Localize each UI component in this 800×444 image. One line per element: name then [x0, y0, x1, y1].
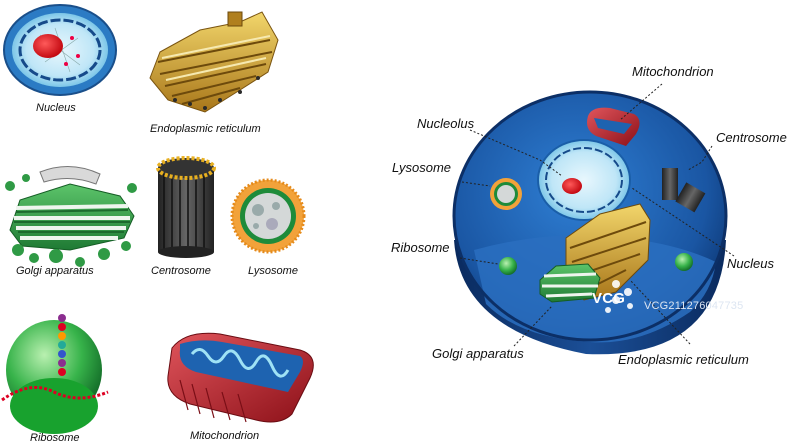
- watermark-logo: [605, 280, 633, 313]
- label-golgi: Golgi apparatus: [432, 346, 524, 361]
- label-nucleus: Nucleus: [727, 256, 774, 271]
- ribosome-illustration: [1, 314, 109, 434]
- watermark-logo-text: VCG: [592, 290, 626, 307]
- label-nucleolus: Nucleolus: [417, 116, 475, 131]
- lysosome-illustration: [230, 178, 306, 254]
- centrosome-illustration: [156, 156, 216, 258]
- label-nucleus-left: Nucleus: [36, 102, 76, 114]
- leader-lines: [459, 83, 735, 347]
- label-er-left: Endoplasmic reticulum: [150, 123, 261, 135]
- mitochondrion-illustration: [167, 332, 314, 423]
- watermark-id: VCG211276047735: [644, 300, 744, 312]
- label-centrosome-left: Centrosome: [151, 265, 211, 277]
- label-mitochondrion: Mitochondrion: [632, 64, 714, 79]
- label-ribosome-left: Ribosome: [30, 432, 80, 444]
- er-illustration: [149, 11, 279, 113]
- label-ribosome: Ribosome: [391, 240, 450, 255]
- label-lysosome-left: Lysosome: [248, 265, 298, 277]
- nucleus-illustration: [3, 4, 117, 96]
- cell-diagram: [452, 90, 728, 355]
- label-centrosome: Centrosome: [716, 130, 787, 145]
- label-golgi-left: Golgi apparatus: [16, 265, 94, 277]
- golgi-illustration: [5, 166, 137, 267]
- label-er: Endoplasmic reticulum: [618, 352, 749, 367]
- label-lysosome: Lysosome: [392, 160, 452, 175]
- label-mitochondrion-left: Mitochondrion: [190, 430, 260, 442]
